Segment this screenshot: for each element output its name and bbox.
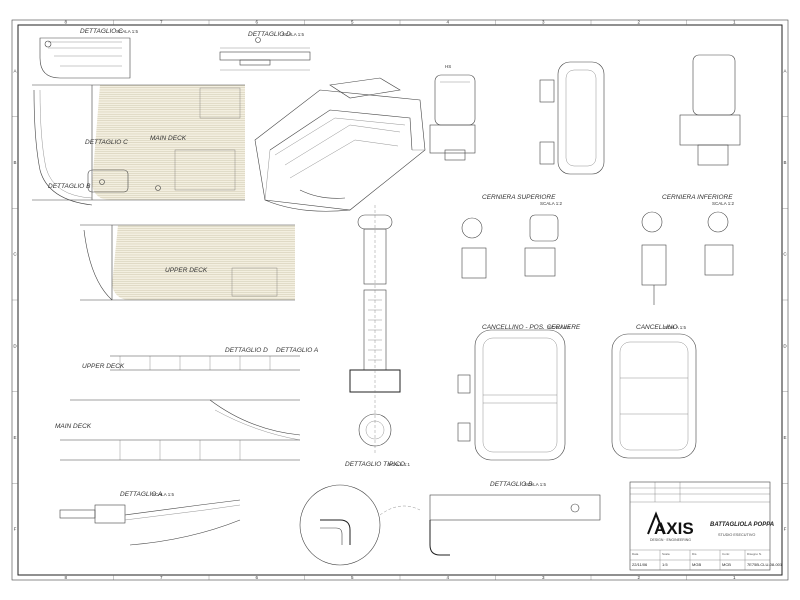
brand-logo: AXIS bbox=[654, 519, 694, 538]
title-field-value: 7E75B-CLU-08-001 bbox=[747, 562, 783, 567]
main-deck-side-label: MAIN DECK bbox=[55, 423, 92, 430]
axis-logo-mark bbox=[647, 511, 665, 535]
dettaglio-b-bottom-view: DETTAGLIO B SCALA 1:5 bbox=[299, 481, 601, 566]
column-mark-top: 5 bbox=[351, 20, 354, 25]
upper-deck-plan: UPPER DECK bbox=[80, 224, 295, 301]
column-mark-bottom: 7 bbox=[160, 575, 163, 580]
yacht-isometric-view bbox=[254, 77, 426, 212]
dettaglio-d-top-view: DETTAGLIO D SCALA 1:5 bbox=[219, 31, 311, 71]
row-mark: F bbox=[784, 527, 787, 532]
project-title: BATTAGLIOLA POPPA bbox=[710, 522, 774, 528]
hinge-3d-renders: HS bbox=[429, 54, 741, 175]
title-field-value: MCB bbox=[722, 562, 731, 567]
row-mark: B bbox=[783, 160, 786, 165]
brand-subline: DESIGN · ENGINEERING bbox=[650, 538, 691, 542]
column-mark-top: 4 bbox=[446, 20, 449, 25]
cancellino-pos-title: CANCELLINO - POS. CERNIERE bbox=[482, 324, 581, 331]
title-field-value: 1:5 bbox=[662, 562, 668, 567]
dettaglio-d-mid-label: DETTAGLIO D bbox=[225, 347, 268, 354]
dettaglio-c-top-scale: SCALA 1:5 bbox=[116, 29, 139, 34]
upper-deck-side-label: UPPER DECK bbox=[82, 363, 125, 370]
column-mark-bottom: 4 bbox=[446, 575, 449, 580]
title-field-label: Disegno N. bbox=[747, 552, 762, 556]
column-mark-top: 3 bbox=[542, 20, 545, 25]
dettaglio-b-bottom-scale: SCALA 1:5 bbox=[524, 482, 547, 487]
dettaglio-a-bottom-title: DETTAGLIO A bbox=[120, 491, 162, 498]
cerniera-inferiore-scale: SCALA 1:2 bbox=[712, 201, 735, 206]
column-grid-marks: 8 8 7 7 6 6 5 5 4 4 3 3 2 2 1 1 bbox=[64, 20, 736, 580]
column-mark-top: 7 bbox=[160, 20, 163, 25]
column-mark-bottom: 3 bbox=[542, 575, 545, 580]
dettaglio-c-left-label: DETTAGLIO C bbox=[85, 139, 128, 146]
cancellino-title: CANCELLINO bbox=[636, 324, 678, 331]
dettaglio-a-mid-label: DETTAGLIO A bbox=[276, 347, 318, 354]
row-grid-marks: A A B B C C D D E E F F bbox=[12, 68, 788, 532]
cerniera-inferiore-view: CERNIERA INFERIORE SCALA 1:2 bbox=[641, 194, 735, 305]
cancellino-pos-view: CANCELLINO - POS. CERNIERE SCALA 1:5 bbox=[457, 324, 581, 461]
dettaglio-b-bottom-title: DETTAGLIO B bbox=[490, 481, 533, 488]
dettaglio-d-top-title: DETTAGLIO D bbox=[248, 31, 291, 38]
dettaglio-tipico-title: DETTAGLIO TIPICO bbox=[345, 461, 405, 468]
cerniera-superiore-view: CERNIERA SUPERIORE SCALA 1:2 bbox=[461, 194, 563, 279]
cerniera-superiore-scale: SCALA 1:2 bbox=[540, 201, 563, 206]
row-mark: A bbox=[13, 68, 16, 73]
row-mark: D bbox=[783, 343, 787, 348]
row-mark: E bbox=[13, 435, 16, 440]
title-block-fields: Data 22/11/06 Scala 1:5 Dis. MGB Contr. MCB Dise… bbox=[632, 552, 783, 567]
column-mark-top: 2 bbox=[637, 20, 640, 25]
title-field-value: 22/11/06 bbox=[632, 562, 648, 567]
dettaglio-tipico-scale: SCALA 1:1 bbox=[388, 462, 411, 467]
row-mark: E bbox=[783, 435, 786, 440]
column-mark-top: 8 bbox=[64, 20, 67, 25]
cerniera-inferiore-title: CERNIERA INFERIORE bbox=[662, 194, 733, 201]
row-mark: C bbox=[783, 252, 787, 257]
dettaglio-b-left-label: DETTAGLIO B bbox=[48, 183, 91, 190]
dettaglio-a-bottom-view: DETTAGLIO A SCALA 1:5 bbox=[59, 491, 241, 546]
dettaglio-d-top-scale: SCALA 1:5 bbox=[282, 32, 305, 37]
title-field-label: Scala bbox=[662, 552, 670, 556]
row-mark: F bbox=[14, 527, 17, 532]
main-deck-plan: MAIN DECK DETTAGLIO C DETTAGLIO B bbox=[32, 84, 245, 206]
project-subtitle: STUDIO ESECUTIVO bbox=[718, 533, 755, 537]
dettaglio-c-top-view: DETTAGLIO C SCALA 1:5 bbox=[39, 28, 139, 79]
main-deck-label: MAIN DECK bbox=[150, 135, 187, 142]
row-mark: D bbox=[13, 343, 17, 348]
row-mark: C bbox=[13, 252, 17, 257]
cerniera-superiore-title: CERNIERA SUPERIORE bbox=[482, 194, 556, 201]
column-mark-bottom: 6 bbox=[255, 575, 258, 580]
cancellino-view: CANCELLINO SCALA 1:5 bbox=[611, 324, 697, 459]
row-mark: B bbox=[13, 160, 16, 165]
row-mark: A bbox=[783, 68, 786, 73]
title-field-label: Data bbox=[632, 552, 639, 556]
title-field-label: Contr. bbox=[722, 552, 730, 556]
column-mark-top: 6 bbox=[255, 20, 258, 25]
dettaglio-a-bottom-scale: SCALA 1:5 bbox=[152, 492, 175, 497]
dettaglio-c-top-title: DETTAGLIO C bbox=[80, 28, 123, 35]
title-field-value: MGB bbox=[692, 562, 701, 567]
svg-text:HS: HS bbox=[445, 64, 451, 69]
column-mark-top: 1 bbox=[733, 20, 736, 25]
upper-deck-label: UPPER DECK bbox=[165, 267, 208, 274]
cancellino-scale: SCALA 1:5 bbox=[664, 325, 687, 330]
cancellino-pos-scale: SCALA 1:5 bbox=[548, 325, 571, 330]
dettaglio-tipico-view: DETTAGLIO TIPICO SCALA 1:1 bbox=[345, 205, 411, 468]
column-mark-bottom: 8 bbox=[64, 575, 67, 580]
title-block: AXIS DESIGN · ENGINEERING BATTAGLIOLA PO… bbox=[629, 481, 783, 571]
column-mark-bottom: 1 bbox=[733, 575, 736, 580]
column-mark-bottom: 2 bbox=[637, 575, 640, 580]
side-elevation: UPPER DECK MAIN DECK DETTAGLIO D DETTAGL… bbox=[55, 347, 318, 461]
title-field-label: Dis. bbox=[692, 552, 697, 556]
column-mark-bottom: 5 bbox=[351, 575, 354, 580]
